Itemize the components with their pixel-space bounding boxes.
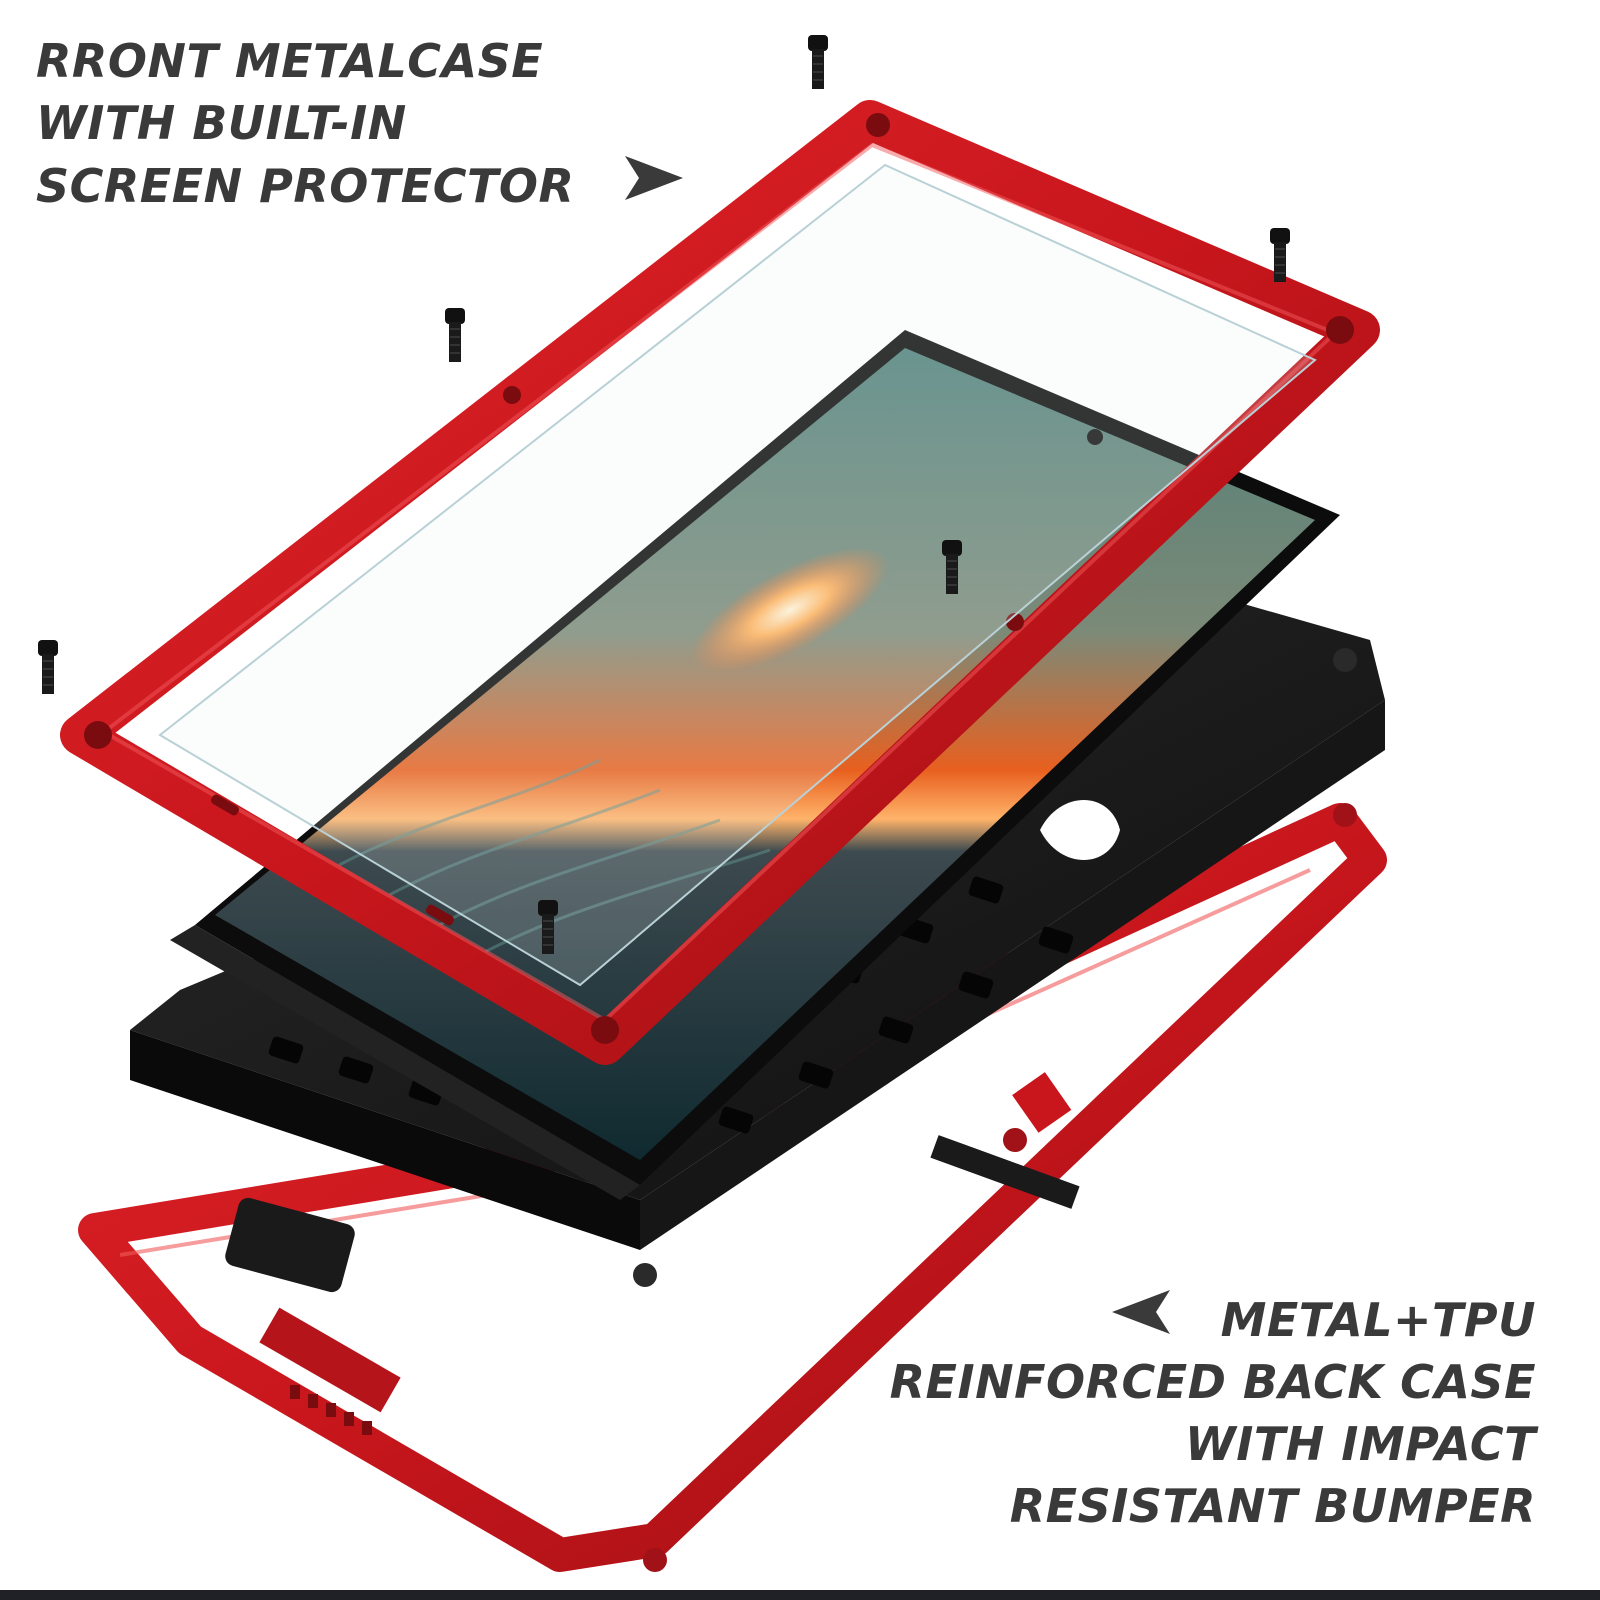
back-caption-line-3: WITH IMPACT: [1185, 1417, 1536, 1471]
front-caption-line-2: WITH BUILT-IN: [36, 96, 407, 150]
back-case-caption: METAL+TPU REINFORCED BACK CASE WITH IMPA…: [890, 1288, 1536, 1537]
back-caption-line-2: REINFORCED BACK CASE: [889, 1355, 1536, 1409]
front-metal-frame: [60, 100, 1380, 1065]
arrow-right-icon: [624, 154, 683, 217]
front-caption-line-3-row: SCREEN PROTECTOR: [36, 154, 683, 217]
front-caption-line-3: SCREEN PROTECTOR: [36, 159, 575, 213]
arrow-left-icon: [1112, 1288, 1171, 1351]
front-case-caption: RRONT METALCASE WITH BUILT-IN SCREEN PRO…: [36, 30, 683, 217]
back-caption-line-1-row: METAL+TPU: [890, 1288, 1536, 1351]
back-caption-line-4: RESISTANT BUMPER: [1009, 1479, 1536, 1533]
front-caption-line-1: RRONT METALCASE: [36, 34, 544, 88]
back-caption-line-1: METAL+TPU: [1220, 1293, 1536, 1347]
bottom-edge-bar: [0, 1590, 1600, 1600]
